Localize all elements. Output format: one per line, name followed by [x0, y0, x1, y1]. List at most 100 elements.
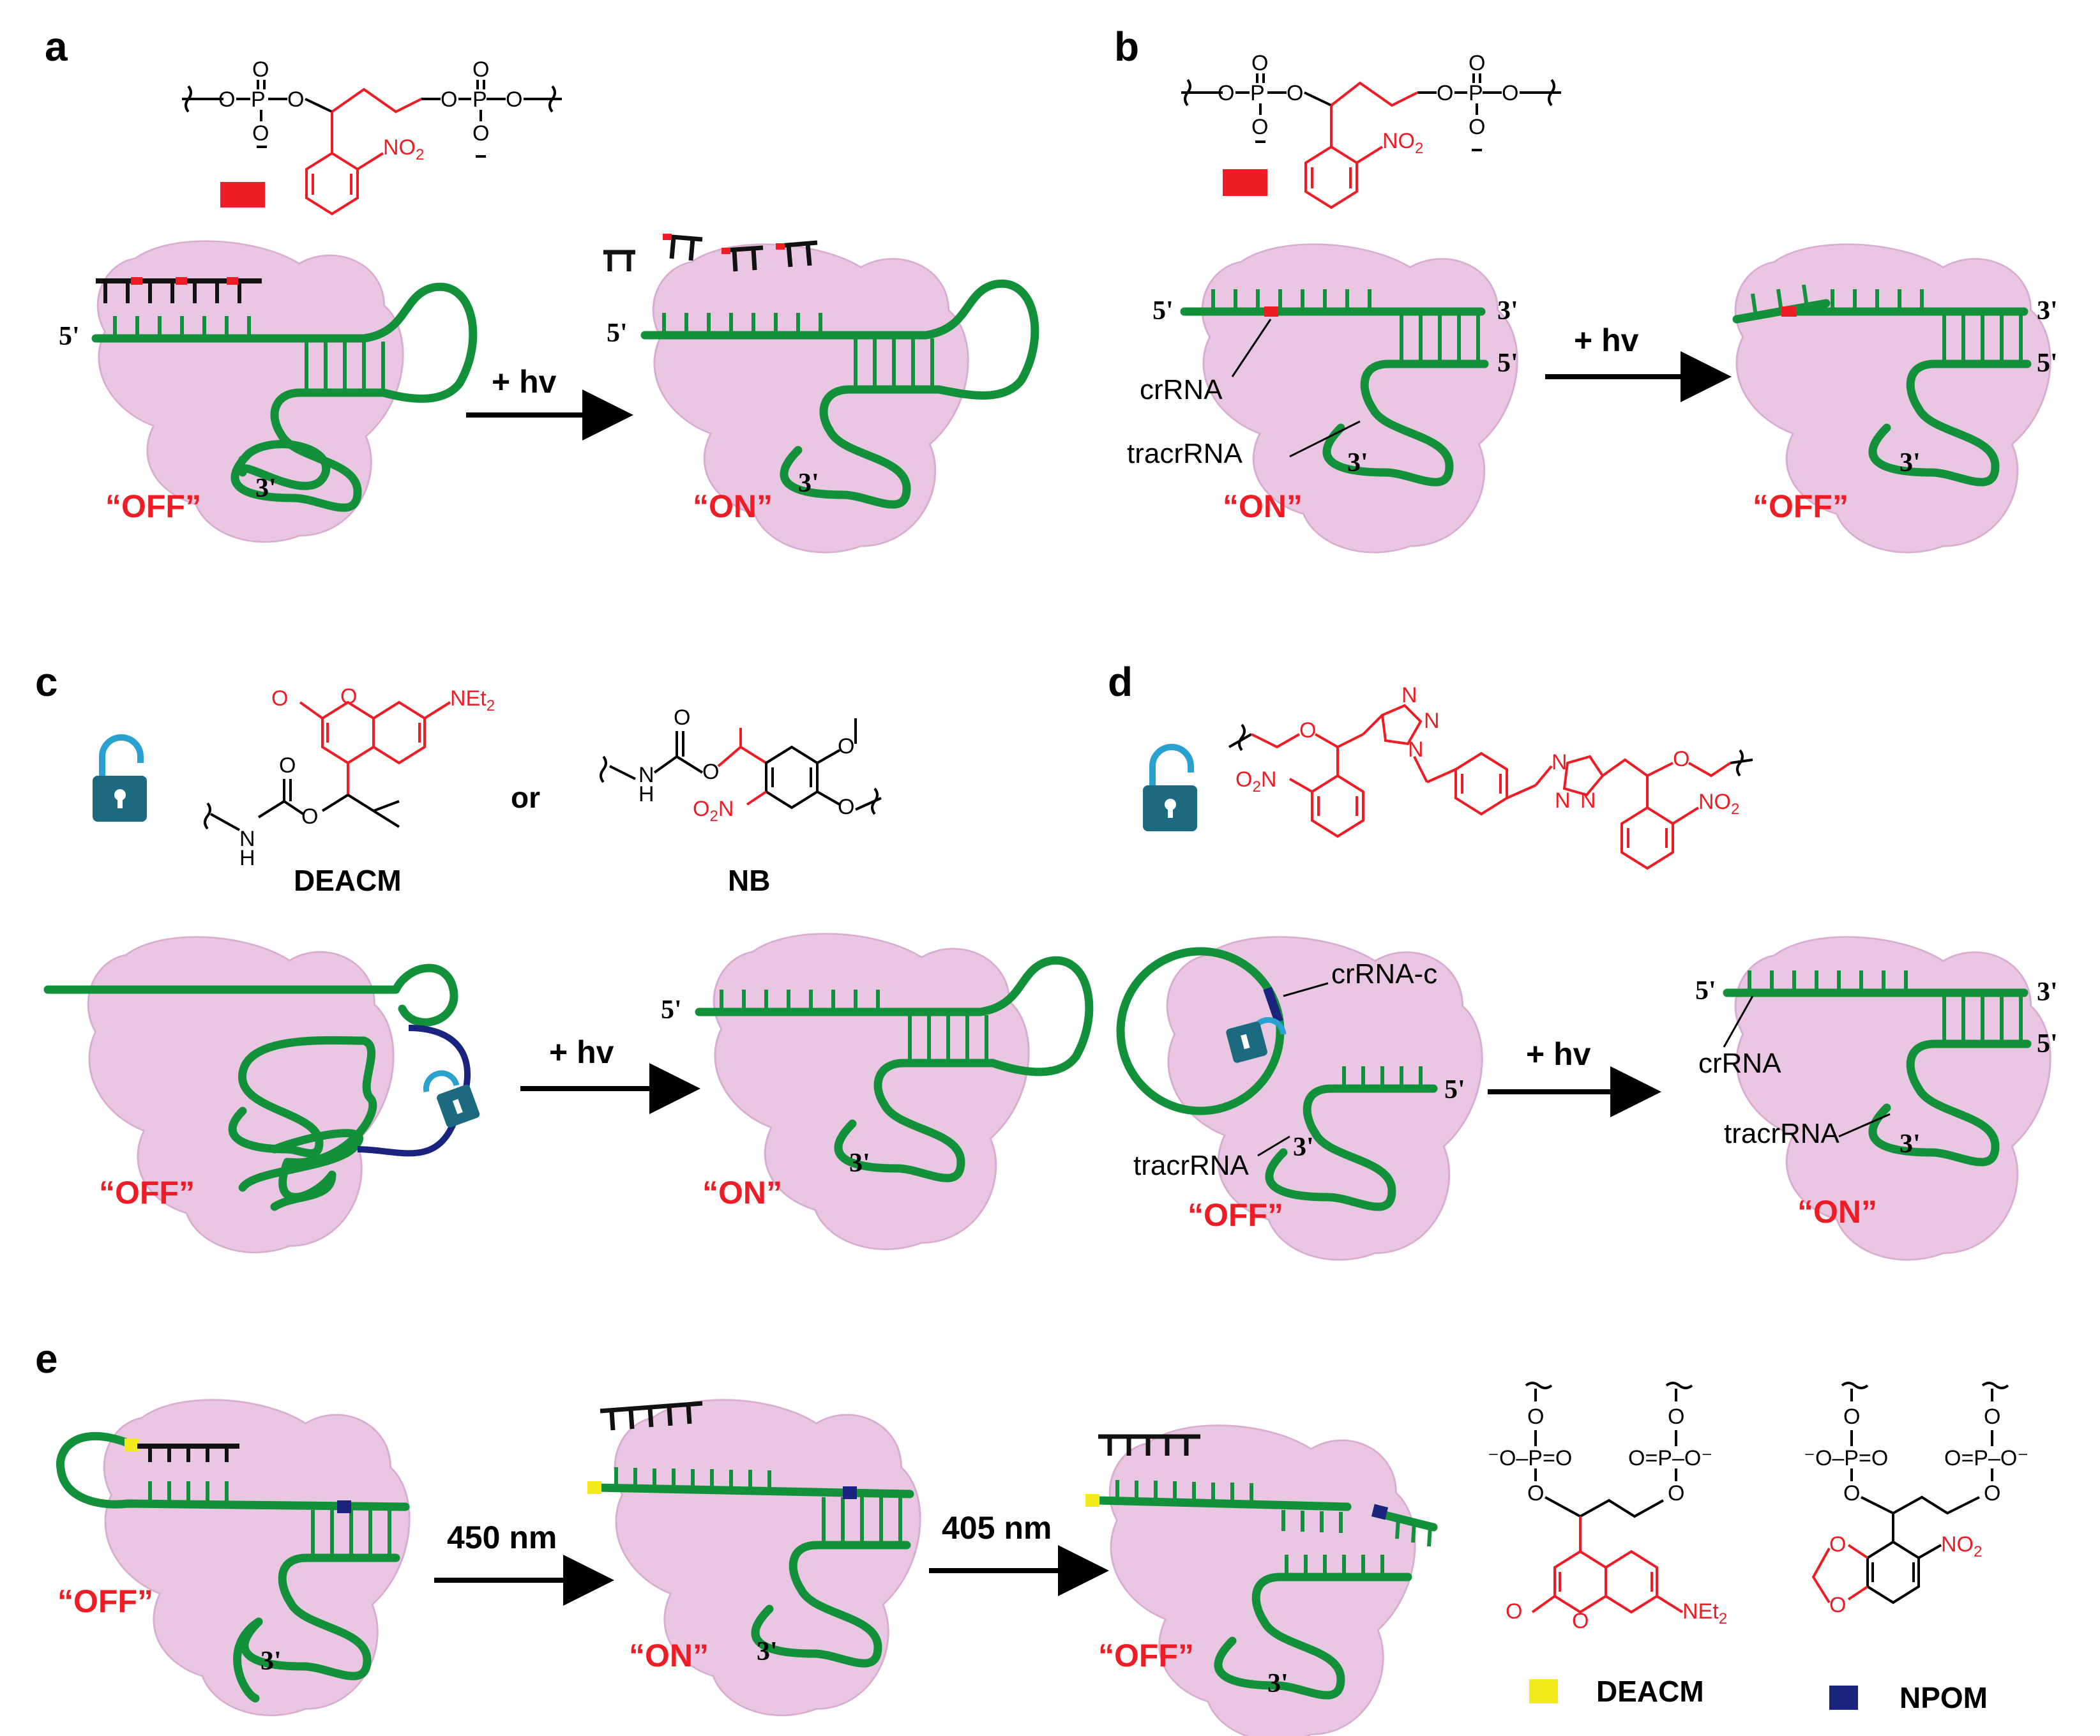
three-prime-label: 3': [255, 474, 276, 503]
svg-text:O: O: [287, 87, 304, 112]
svg-text:O: O: [218, 87, 235, 112]
svg-text:O: O: [1984, 1481, 2000, 1506]
svg-text:O: O: [279, 753, 296, 778]
three-prime-label: 3': [1267, 1669, 1288, 1698]
three-prime-label: 3': [849, 1149, 870, 1178]
svg-text:O: O: [1437, 81, 1453, 105]
svg-text:⁻O–P=O: ⁻O–P=O: [1488, 1446, 1572, 1470]
svg-text:O: O: [1673, 747, 1689, 771]
five-prime-label: 5': [1497, 349, 1518, 378]
padlock-open-icon: [93, 734, 147, 822]
label-crrna-c: crRNA-c: [1331, 958, 1437, 990]
state-label-on: “ON”: [629, 1638, 709, 1673]
svg-text:H: H: [239, 846, 255, 870]
state-label-off: “OFF”: [105, 488, 201, 524]
panel-letter-e: e: [35, 1336, 58, 1382]
svg-text:O: O: [1668, 1405, 1684, 1429]
svg-text:P: P: [1469, 81, 1483, 105]
svg-text:N: N: [1552, 750, 1567, 774]
svg-text:O: O: [252, 121, 269, 146]
cas9-complex-on-e2: 3' “ON”: [587, 1399, 921, 1717]
three-prime-label: 3': [1347, 448, 1368, 478]
five-prime-label: 5': [1444, 1075, 1465, 1105]
svg-text:O: O: [1668, 1481, 1684, 1506]
five-prime-label: 5': [661, 995, 682, 1025]
five-prime-label: 5': [2037, 349, 2058, 378]
cas9-complex-off-d: crRNA-c 5' 3' tracrRNA “OFF”: [1116, 936, 1483, 1261]
svg-text:O: O: [1829, 1532, 1846, 1557]
svg-text:O: O: [1251, 115, 1268, 139]
svg-text:O: O: [838, 734, 854, 759]
cas9-complex-off-a: 5' 3' “OFF”: [59, 240, 478, 543]
svg-text:P: P: [251, 87, 266, 112]
svg-text:NO2: NO2: [1941, 1532, 1982, 1560]
state-label-off: “OFF”: [57, 1583, 153, 1619]
svg-text:N: N: [1555, 789, 1571, 813]
svg-text:O: O: [1469, 51, 1485, 75]
svg-text:O: O: [506, 87, 522, 112]
svg-text:O: O: [1527, 1405, 1544, 1429]
state-label-off: “OFF”: [1753, 488, 1848, 524]
panel-letter-c: c: [35, 659, 58, 705]
svg-text:O2N: O2N: [1235, 767, 1276, 796]
padlock-open-icon: [1143, 744, 1197, 831]
label-crrna: crRNA: [1698, 1048, 1781, 1079]
svg-text:O: O: [301, 804, 318, 829]
svg-text:O: O: [441, 87, 457, 112]
five-prime-label: 5': [2037, 1029, 2058, 1059]
five-prime-label: 5': [607, 319, 628, 348]
svg-text:O: O: [1287, 81, 1303, 105]
cas9-complex-on-c: 5' 3' “ON”: [661, 933, 1094, 1251]
cas9-complex-off-e3: 3' “OFF”: [1085, 1424, 1438, 1736]
svg-text:O: O: [1843, 1405, 1860, 1429]
state-label-on: “ON”: [702, 1175, 782, 1211]
arrow-label-a: + hv: [492, 364, 557, 400]
svg-text:N: N: [1424, 709, 1440, 733]
svg-text:O: O: [702, 760, 719, 784]
arrow-label-c: + hv: [549, 1034, 614, 1070]
deacm-label: DEACM: [294, 864, 402, 897]
state-label-on: “ON”: [1223, 488, 1303, 524]
deacm-yellow-square: [1529, 1679, 1558, 1703]
npom-navy-square: [1829, 1686, 1858, 1710]
cas9-complex-on-a: 5' 3' “ON”: [603, 234, 1039, 554]
arrow-label-d: + hv: [1526, 1036, 1591, 1072]
state-label-off: “OFF”: [1188, 1197, 1283, 1233]
five-prime-label: 5': [1695, 976, 1716, 1006]
five-prime-label: 5': [59, 322, 80, 351]
svg-text:O: O: [1251, 51, 1268, 75]
svg-text:⁻O–P=O: ⁻O–P=O: [1804, 1446, 1888, 1470]
phosphate-backbone-structure-a: O P O O O O P O O O: [182, 57, 562, 216]
svg-text:O: O: [271, 686, 288, 711]
svg-text:O: O: [1469, 115, 1485, 139]
arrow-label-405: 405 nm: [942, 1510, 1052, 1546]
svg-text:O: O: [472, 121, 489, 146]
cas9-complex-off-b: 3' 5' 3' “OFF”: [1732, 243, 2058, 554]
svg-text:O: O: [1218, 81, 1234, 105]
three-prime-label: 3': [1900, 448, 1921, 478]
padlock-closed-icon: [423, 1070, 480, 1128]
label-tracrrna: tracrRNA: [1127, 438, 1243, 469]
cas9-complex-on-d: 5' 3' 5' 3' crRNA tracrRNA “ON”: [1695, 936, 2058, 1261]
svg-text:O: O: [1829, 1593, 1846, 1617]
svg-text:O: O: [340, 684, 357, 709]
three-prime-label: 3': [1497, 296, 1518, 326]
svg-text:O: O: [1527, 1481, 1544, 1506]
svg-text:O: O: [252, 57, 269, 82]
svg-text:O: O: [674, 706, 690, 730]
svg-text:NO2: NO2: [1382, 129, 1423, 157]
svg-text:O: O: [1506, 1599, 1522, 1624]
legend-npom-label: NPOM: [1900, 1681, 1988, 1714]
three-prime-label: 3': [261, 1647, 282, 1676]
panel-e: e 3' “OFF” 450 nm: [35, 1336, 2028, 1736]
svg-text:O: O: [1502, 81, 1518, 105]
panel-a: a O P O O O O P O O: [45, 24, 1039, 554]
panel-letter-b: b: [1114, 24, 1139, 70]
nb-label: NB: [728, 864, 770, 897]
label-tracrrna: tracrRNA: [1133, 1150, 1250, 1181]
svg-text:O2N: O2N: [693, 797, 734, 825]
arrow-label-b: + hv: [1574, 322, 1639, 358]
panel-d: d O O2N N N N: [1108, 659, 2058, 1261]
phosphate-backbone-structure-b: O P O O O O P O O O: [1181, 51, 1561, 209]
